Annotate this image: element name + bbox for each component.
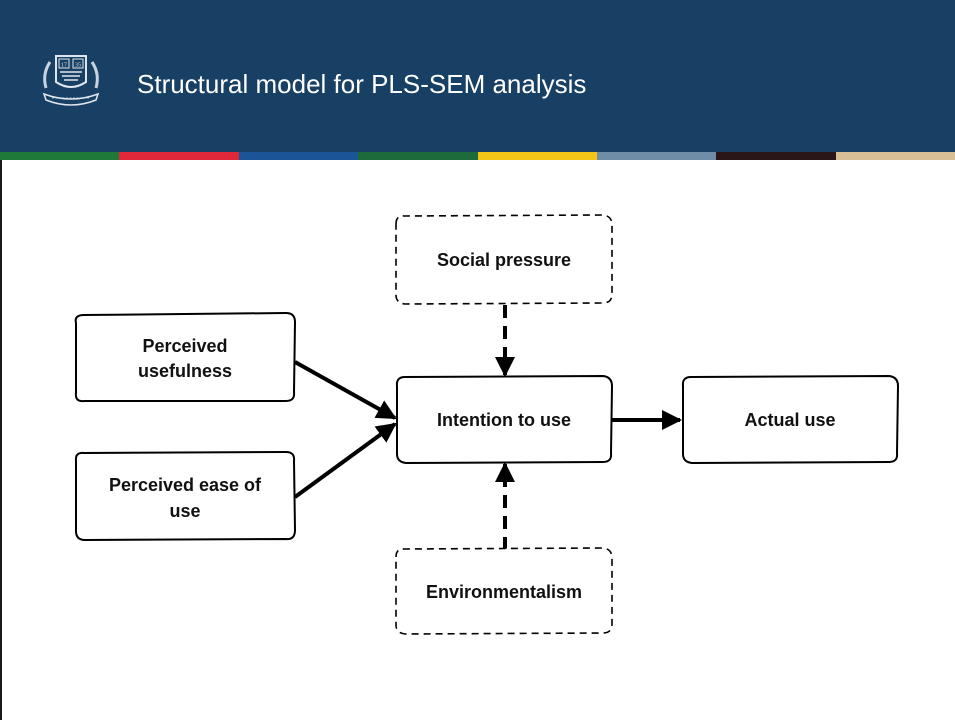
university-crest-icon: 17 35 bbox=[42, 55, 100, 106]
node-intention-to-use: Intention to use bbox=[395, 374, 614, 465]
logo-year-right: 35 bbox=[75, 63, 81, 69]
stripe-segment bbox=[716, 152, 836, 160]
node-label-line: Environmentalism bbox=[426, 582, 582, 602]
node-label-line: Actual use bbox=[744, 410, 835, 430]
node-perceived-ease-of-use: Perceived ease of use bbox=[74, 450, 297, 542]
node-social-pressure: Social pressure bbox=[395, 214, 613, 305]
node-label-line: Social pressure bbox=[437, 250, 571, 270]
slide-header: 17 35 Structural model for PLS-SEM analy… bbox=[0, 0, 955, 152]
stripe-segment bbox=[358, 152, 478, 160]
node-label-line: Perceived ease of bbox=[109, 475, 262, 495]
node-label-line: usefulness bbox=[138, 361, 232, 381]
node-label-line: use bbox=[169, 501, 200, 521]
node-label-line: Perceived bbox=[142, 336, 227, 356]
node-label-line: Intention to use bbox=[437, 410, 571, 430]
logo-year-left: 17 bbox=[61, 63, 67, 69]
page-title: Structural model for PLS-SEM analysis bbox=[137, 69, 587, 99]
color-stripe bbox=[0, 152, 955, 160]
stripe-segment bbox=[238, 152, 359, 160]
stripe-segment bbox=[596, 152, 717, 160]
stripe-segment bbox=[835, 152, 955, 160]
edge-usefulness-to-intention bbox=[294, 360, 397, 420]
edge-ease-to-intention bbox=[293, 422, 397, 499]
stripe-segment bbox=[477, 152, 597, 160]
node-actual-use: Actual use bbox=[681, 374, 900, 465]
node-perceived-usefulness: Perceived usefulness bbox=[74, 311, 297, 403]
node-environmentalism: Environmentalism bbox=[395, 547, 613, 635]
stripe-segment bbox=[0, 152, 120, 160]
stripe-segment bbox=[119, 152, 239, 160]
